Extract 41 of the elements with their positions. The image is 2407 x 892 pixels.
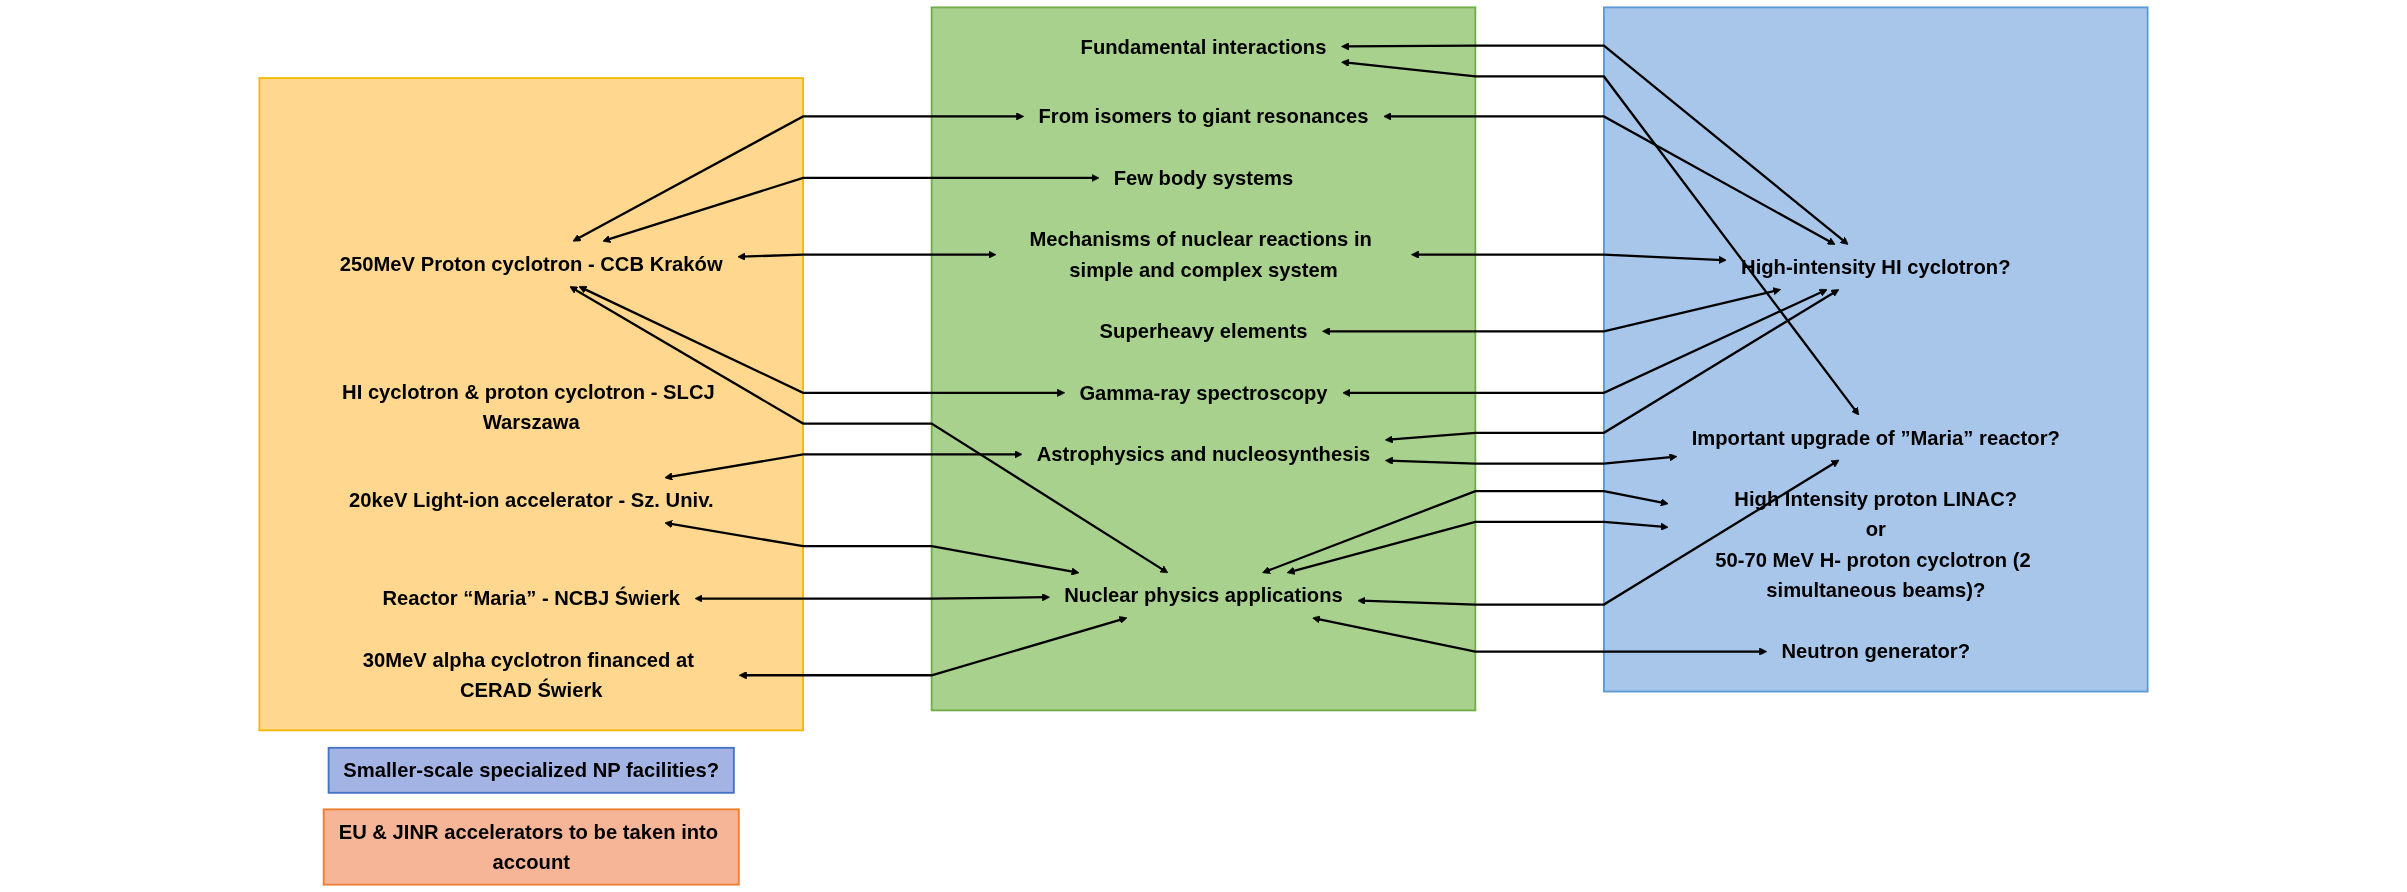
arrow: [1286, 520, 1669, 575]
arrow: [1384, 289, 1840, 444]
arrow: [1342, 288, 1828, 397]
cluster: [258, 77, 804, 732]
arrow: [664, 520, 1080, 576]
node-text: Reactor “Maria” - NCBJ Świerk: [382, 587, 681, 611]
node-text: Gamma-ray spectroscopy: [1079, 381, 1328, 405]
arrow: [694, 593, 1050, 603]
cluster: [1603, 6, 2149, 693]
arrow: [737, 250, 997, 261]
arrow: [1312, 615, 1768, 656]
arrow: [664, 450, 1023, 481]
arrow: [1384, 453, 1678, 465]
node-text: Neutron generator?: [1781, 640, 1971, 664]
node-text: 250MeV Proton cyclotron - CCB Kraków: [339, 252, 723, 276]
arrow: [602, 173, 1100, 243]
arrow: [1341, 58, 1860, 416]
arrow: [1383, 112, 1836, 245]
node-text: Few body systems: [1113, 166, 1294, 190]
node-text: Superheavy elements: [1099, 319, 1308, 343]
node-text: Astrophysics and nucleosynthesis: [1036, 442, 1371, 466]
arrow: [578, 285, 1066, 397]
node-box: EU & JINR accelerators to be taken into account: [322, 808, 740, 886]
node-text: Fundamental interactions: [1080, 35, 1327, 59]
arrow: [1262, 489, 1669, 574]
node-text: 30MeV alpha cyclotron financed at CERAD Świerk: [362, 648, 695, 702]
arrow: [738, 616, 1128, 680]
arrow: [1322, 287, 1781, 336]
arrow: [1411, 250, 1727, 264]
node-text: From isomers to giant resonances: [1038, 104, 1369, 128]
arrow: [572, 112, 1025, 242]
node-text: 20keV Light-ion accelerator - Sz. Univ.: [348, 488, 714, 512]
arrow: [1357, 459, 1840, 606]
node-text: Mechanisms of nuclear reactions in simple and complex system: [1029, 227, 1372, 282]
arrow: [569, 286, 1169, 574]
node-text: Nuclear physics applications: [1064, 583, 1343, 607]
node-box: Smaller-scale specialized NP facilities?: [327, 746, 735, 794]
node-text: HI cyclotron & proton cyclotron - SLCJ Warszawa: [342, 380, 715, 434]
cluster: [930, 6, 1477, 712]
node-text: Important upgrade of ”Maria” reactor?: [1691, 426, 2060, 450]
arrow: [1341, 42, 1849, 245]
